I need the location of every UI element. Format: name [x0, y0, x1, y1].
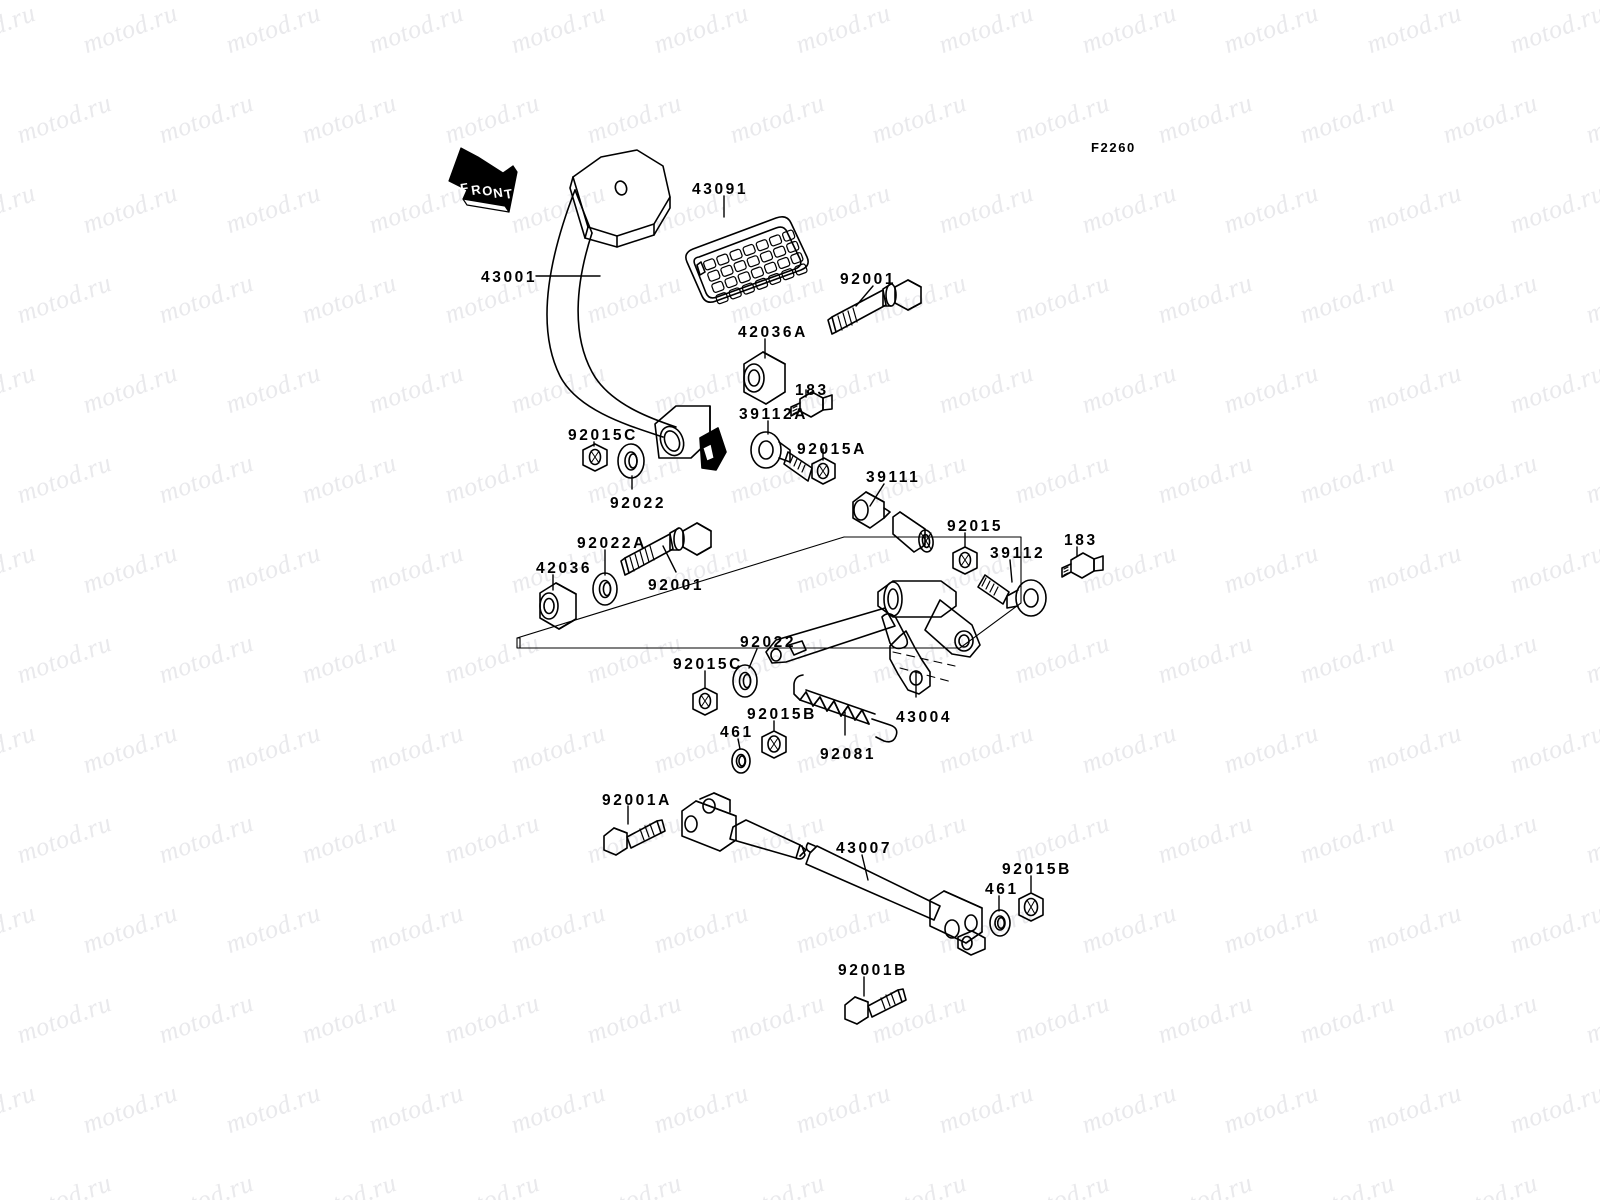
callout-92015b: 92015B — [747, 706, 817, 723]
svg-text:R: R — [470, 182, 482, 198]
callout-92001: 92001 — [648, 577, 705, 594]
callout-92001b: 92001B — [838, 962, 908, 979]
callout-92001a: 92001A — [602, 792, 672, 809]
part-39111-rod — [852, 491, 934, 553]
callout-39112: 39112 — [990, 545, 1046, 562]
part-92022-washer-2 — [732, 664, 758, 698]
callout-92081: 92081 — [820, 746, 877, 763]
part-183-bolt-top — [790, 391, 833, 418]
callout-92022a: 92022A — [577, 535, 647, 552]
part-39112-rod-end — [977, 574, 1047, 617]
part-92015B-nut-1 — [761, 730, 787, 759]
svg-text:O: O — [481, 183, 493, 199]
callout-183: 183 — [1064, 532, 1098, 549]
callout-43001: 43001 — [481, 269, 538, 286]
callout-92022: 92022 — [740, 634, 797, 651]
assembly-group-outline — [516, 536, 1022, 649]
part-92001B-bolt — [844, 988, 907, 1025]
callout-92022: 92022 — [610, 495, 667, 512]
callout-43007: 43007 — [836, 840, 893, 857]
part-92081-spring — [793, 674, 898, 743]
callout-92015a: 92015A — [797, 441, 867, 458]
part-92022-washer-1 — [617, 443, 645, 479]
callout-92015: 92015 — [947, 518, 1004, 535]
part-42036A-collar — [743, 351, 786, 405]
callout-461: 461 — [985, 881, 1019, 898]
svg-text:F: F — [459, 180, 469, 196]
callout-92015c: 92015C — [673, 656, 743, 673]
callout-461: 461 — [720, 724, 754, 741]
callout-39111: 39111 — [866, 469, 921, 486]
part-461-washer-1 — [731, 748, 751, 774]
callout-39112a: 39112A — [739, 406, 809, 423]
callout-183: 183 — [795, 382, 829, 399]
part-461-washer-2 — [989, 909, 1011, 937]
part-92015A-nut — [811, 457, 836, 485]
front-arrow-icon: F R O N T — [448, 147, 518, 213]
part-43004-bracket — [765, 580, 981, 695]
leader-lines — [535, 195, 1078, 997]
callout-43004: 43004 — [896, 709, 953, 726]
part-92001A-bolt — [603, 819, 666, 856]
callout-42036: 42036 — [536, 560, 593, 577]
callout-43091: 43091 — [692, 181, 749, 198]
svg-text:T: T — [503, 186, 513, 202]
part-183-bolt-mid — [1061, 552, 1104, 579]
svg-text:N: N — [492, 185, 504, 201]
part-92015C-nut-2 — [692, 687, 718, 716]
part-39112A-rod-end — [750, 431, 813, 482]
callout-92015b: 92015B — [1002, 861, 1072, 878]
callout-42036a: 42036A — [738, 324, 808, 341]
drawing-code: F2260 — [1091, 140, 1136, 155]
part-92015C-nut-1 — [582, 443, 608, 472]
part-92015B-nut-2 — [1018, 892, 1044, 922]
part-92001-bolt-mid — [620, 522, 712, 576]
part-43007-brake-rod — [681, 792, 986, 956]
callout-92001: 92001 — [840, 271, 897, 288]
part-43001-brake-pedal-arm — [546, 149, 727, 471]
callout-92015c: 92015C — [568, 427, 638, 444]
part-43091-pedal-pad — [685, 216, 809, 305]
part-92001-bolt-top — [827, 279, 922, 335]
